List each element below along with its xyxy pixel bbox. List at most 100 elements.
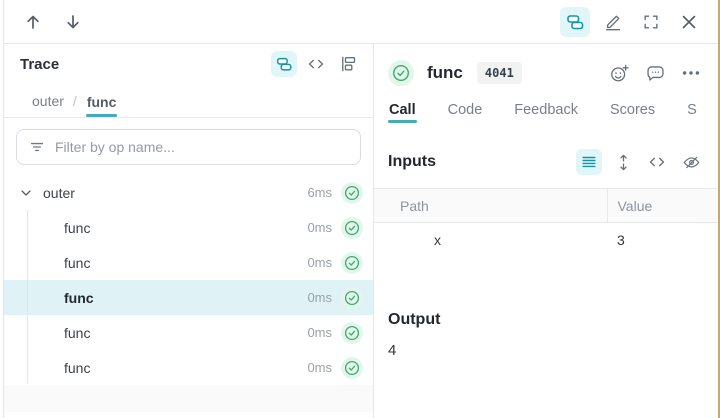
trace-tree: outer 6ms func 0ms func bbox=[4, 175, 373, 385]
success-status-icon bbox=[341, 286, 363, 309]
tree-node-duration: 6ms bbox=[307, 185, 332, 200]
previous-call-button[interactable] bbox=[18, 7, 48, 37]
tab-summary-truncated[interactable]: S bbox=[687, 102, 697, 118]
eye-off-icon bbox=[683, 156, 699, 168]
flame-graph-view-button[interactable] bbox=[335, 51, 361, 77]
tab-feedback[interactable]: Feedback bbox=[514, 102, 578, 118]
close-button[interactable] bbox=[674, 7, 704, 37]
edit-pencil-icon bbox=[605, 15, 621, 30]
tree-node-duration: 0ms bbox=[307, 360, 332, 375]
tab-code[interactable]: Code bbox=[447, 102, 483, 118]
call-actions bbox=[604, 58, 706, 88]
chevron-down-icon[interactable] bbox=[18, 185, 34, 201]
close-icon bbox=[682, 15, 696, 28]
inputs-table-header-row: Path Value bbox=[374, 188, 718, 223]
column-header-value[interactable]: Value bbox=[606, 188, 718, 223]
trace-panel-filler bbox=[4, 385, 373, 412]
drawer-actions bbox=[560, 6, 704, 37]
code-view-button[interactable] bbox=[303, 51, 329, 77]
tree-node-duration: 0ms bbox=[307, 290, 332, 305]
code-view-button[interactable] bbox=[644, 149, 670, 175]
list-view-button[interactable] bbox=[576, 149, 602, 175]
breadcrumb-item-func-active[interactable]: func bbox=[85, 88, 118, 117]
tree-view-button[interactable] bbox=[271, 51, 297, 77]
code-icon bbox=[308, 59, 324, 69]
call-tabs: Call Code Feedback Scores S bbox=[374, 96, 718, 123]
overflow-menu-button[interactable] bbox=[676, 58, 706, 88]
trace-panel-header: Trace bbox=[4, 44, 373, 84]
expand-vertical-button[interactable] bbox=[610, 149, 636, 175]
breadcrumb-item-outer[interactable]: outer bbox=[32, 92, 64, 109]
tree-node-label: func bbox=[64, 254, 91, 271]
stack-view-button[interactable] bbox=[560, 6, 590, 37]
tree-row-func[interactable]: func 0ms bbox=[4, 315, 373, 350]
comment-button[interactable] bbox=[640, 58, 670, 88]
down-arrow-icon bbox=[67, 14, 79, 28]
success-status-icon bbox=[341, 251, 363, 274]
success-status-icon bbox=[341, 216, 363, 239]
tree-node-duration: 0ms bbox=[307, 255, 332, 270]
filter-icon bbox=[30, 142, 44, 152]
expand-vertical-icon bbox=[619, 154, 627, 170]
success-status-icon bbox=[388, 60, 414, 86]
input-value-cell: 3 bbox=[617, 231, 625, 248]
success-status-icon bbox=[341, 321, 363, 344]
next-call-button[interactable] bbox=[58, 7, 88, 37]
drawer-topbar bbox=[4, 0, 718, 44]
tree-children: func 0ms func 0ms func bbox=[4, 210, 373, 385]
flame-graph-icon bbox=[342, 56, 356, 72]
inputs-view-switcher bbox=[576, 149, 704, 175]
call-title: func bbox=[427, 63, 463, 82]
tree-row-func[interactable]: func 0ms bbox=[4, 210, 373, 245]
tree-node-label: func bbox=[64, 359, 91, 376]
call-detail-panel: func 4041 bbox=[374, 44, 718, 418]
trace-drawer: Trace bbox=[3, 0, 720, 418]
edit-button[interactable] bbox=[598, 7, 628, 37]
inputs-table-row[interactable]: x 3 bbox=[374, 223, 718, 257]
output-section: Output 4 bbox=[374, 311, 718, 359]
tree-node-label: outer bbox=[43, 184, 75, 201]
list-view-icon bbox=[582, 156, 596, 168]
tree-row-func-selected[interactable]: func 0ms bbox=[4, 280, 373, 315]
stack-icon bbox=[567, 14, 584, 29]
tree-row-func[interactable]: func 0ms bbox=[4, 245, 373, 280]
tree-row-func[interactable]: func 0ms bbox=[4, 350, 373, 385]
trace-panel-title: Trace bbox=[20, 55, 60, 73]
tree-node-label: func bbox=[64, 324, 91, 341]
success-status-icon bbox=[341, 356, 363, 379]
op-filter bbox=[16, 129, 361, 165]
inputs-table: Path Value x 3 bbox=[374, 188, 718, 257]
tab-scores[interactable]: Scores bbox=[609, 102, 656, 118]
output-title: Output bbox=[388, 310, 441, 328]
fullscreen-icon bbox=[644, 14, 658, 29]
inputs-header: Inputs bbox=[374, 149, 718, 175]
call-nav-arrows bbox=[18, 7, 88, 37]
tree-node-duration: 0ms bbox=[307, 325, 332, 340]
breadcrumb-separator: / bbox=[72, 92, 77, 109]
success-status-icon bbox=[341, 181, 363, 204]
add-reaction-icon bbox=[610, 64, 629, 81]
tab-call[interactable]: Call bbox=[388, 96, 417, 123]
tree-node-duration: 0ms bbox=[307, 220, 332, 235]
up-arrow-icon bbox=[27, 15, 39, 29]
trace-panel: Trace bbox=[4, 44, 374, 418]
overflow-menu-icon bbox=[682, 71, 700, 75]
comment-icon bbox=[646, 65, 664, 81]
add-reaction-button[interactable] bbox=[604, 58, 634, 88]
output-value: 4 bbox=[388, 341, 397, 359]
column-header-path[interactable]: Path bbox=[374, 188, 607, 223]
trace-view-switcher bbox=[271, 51, 361, 77]
tree-node-label: func bbox=[64, 289, 94, 306]
stack-icon bbox=[276, 57, 292, 71]
call-id-badge[interactable]: 4041 bbox=[476, 62, 522, 84]
hide-values-button[interactable] bbox=[678, 149, 704, 175]
call-header: func 4041 bbox=[374, 58, 718, 88]
fullscreen-button[interactable] bbox=[636, 7, 666, 37]
input-path-cell: x bbox=[434, 231, 441, 248]
tree-node-label: func bbox=[64, 219, 91, 236]
code-icon bbox=[649, 157, 665, 167]
breadcrumb: outer / func bbox=[4, 84, 373, 118]
tree-row-outer[interactable]: outer 6ms bbox=[4, 175, 373, 210]
op-filter-input[interactable] bbox=[55, 139, 349, 155]
inputs-title: Inputs bbox=[388, 153, 436, 170]
